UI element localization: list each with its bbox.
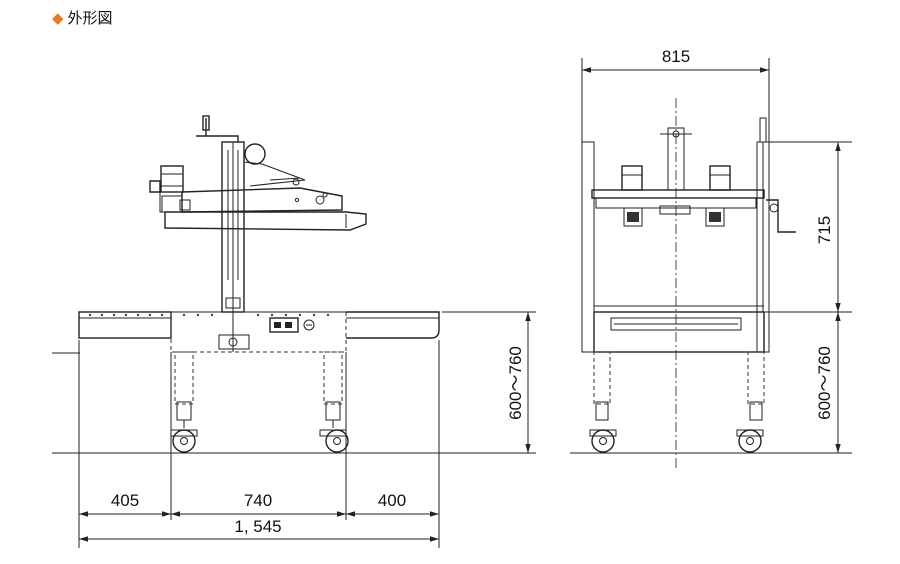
front-width-dimensions: 405 740 400 1, 545 bbox=[78, 340, 440, 548]
orange-diamond-icon: ◆ bbox=[52, 8, 64, 27]
section-title: ◆ 外形図 bbox=[52, 7, 113, 28]
dim-table-height-front: 600～760 bbox=[506, 346, 525, 420]
side-height-dimensions: 715 600～760 bbox=[764, 141, 852, 453]
front-view bbox=[78, 115, 440, 453]
dim-width-center: 740 bbox=[244, 491, 272, 510]
dim-head-height: 715 bbox=[815, 216, 834, 244]
dim-total-length: 1, 545 bbox=[234, 517, 281, 536]
side-width-dimension: 815 bbox=[581, 47, 770, 142]
front-height-dimension: 600～760 bbox=[442, 311, 536, 453]
dim-side-width: 815 bbox=[662, 47, 690, 66]
dim-width-left: 405 bbox=[111, 491, 139, 510]
side-view bbox=[581, 98, 796, 470]
dim-width-right: 400 bbox=[378, 491, 406, 510]
section-title-text: 外形図 bbox=[67, 9, 113, 27]
dim-table-height-side: 600～760 bbox=[815, 346, 834, 420]
